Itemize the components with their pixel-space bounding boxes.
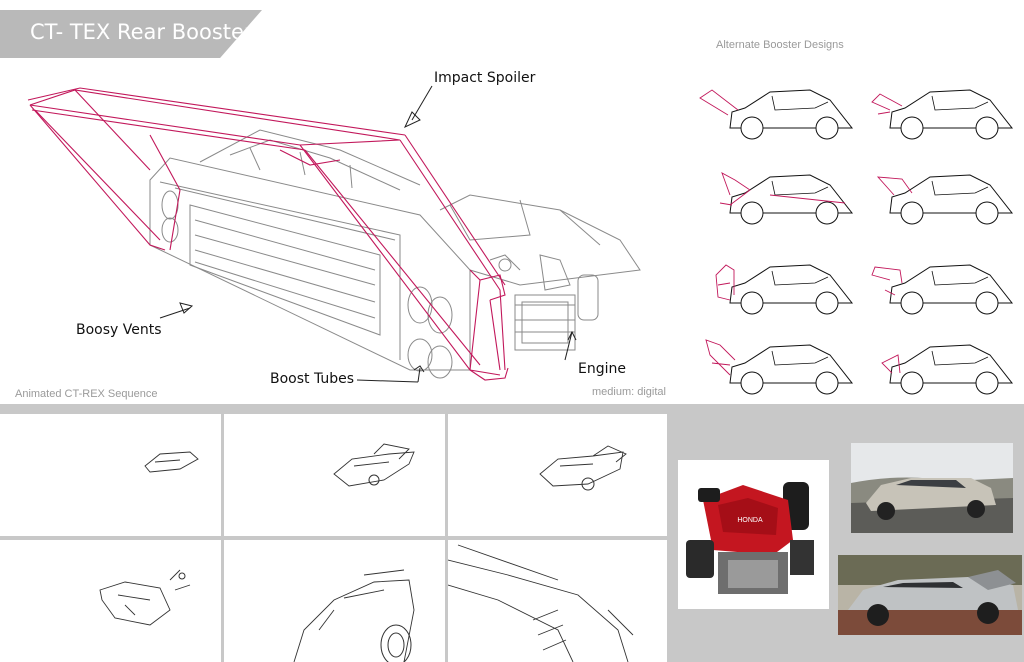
animation-frame-2 xyxy=(224,414,445,536)
medium-caption: medium: digital xyxy=(592,386,666,398)
alternate-designs-grid xyxy=(699,89,1013,395)
main-booster-sketch xyxy=(27,85,641,383)
title-banner: CT- TEX Rear Booster xyxy=(0,10,262,58)
crx-reference-photo xyxy=(851,443,1013,533)
engine-reference-photo: HONDA xyxy=(678,460,829,609)
animation-frame-4 xyxy=(0,540,221,662)
animation-frame-5 xyxy=(224,540,445,662)
animation-frame-1 xyxy=(0,414,221,536)
animated-sequence-caption: Animated CT-REX Sequence xyxy=(15,388,158,400)
engine-brand-text: HONDA xyxy=(737,517,763,524)
label-impact-spoiler: Impact Spoiler xyxy=(434,70,536,86)
delorean-reference-photo xyxy=(838,555,1022,635)
label-boost-tubes: Boost Tubes xyxy=(270,371,355,387)
label-engine: Engine xyxy=(578,361,626,377)
page-title: CT- TEX Rear Booster xyxy=(30,20,253,44)
animation-frame-3 xyxy=(448,414,667,536)
alternate-designs-caption: Alternate Booster Designs xyxy=(716,39,844,51)
label-boosy-vents: Boosy Vents xyxy=(76,322,162,338)
animation-frame-6 xyxy=(448,540,667,662)
